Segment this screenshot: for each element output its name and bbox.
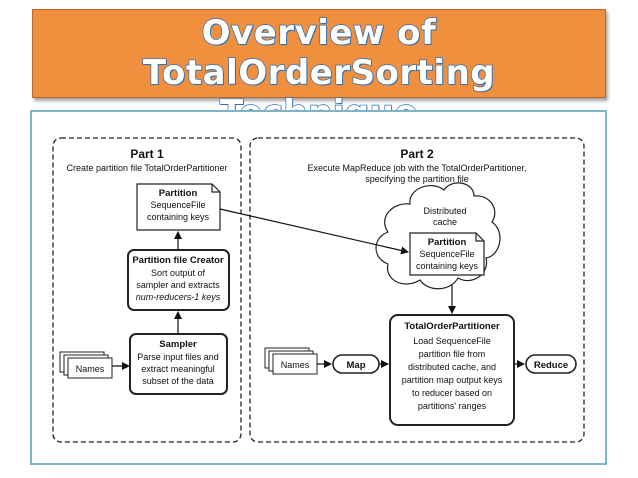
- cloud-line1: Distributed: [423, 206, 466, 216]
- total-order-partitioner-box: TotalOrderPartitioner Load SequenceFile …: [389, 314, 515, 426]
- partitioner-line2: partition file from: [419, 349, 486, 359]
- creator-line1: Sort output of: [151, 268, 206, 278]
- map-node: Map: [332, 354, 380, 374]
- partitioner-title: TotalOrderPartitioner: [404, 321, 500, 332]
- cloud-partition-line1: SequenceFile: [419, 249, 474, 259]
- cloud-partition-title: Partition: [428, 237, 467, 248]
- partition-file-creator-box: Partition file Creator Sort output of sa…: [127, 249, 230, 311]
- part1-heading: Part 1: [130, 147, 164, 161]
- part1-partition-title: Partition: [159, 188, 198, 199]
- sampler-box: Sampler Parse input files and extract me…: [129, 333, 228, 395]
- cloud-line2: cache: [433, 217, 457, 227]
- reduce-label: Reduce: [534, 360, 568, 371]
- part2-subheading-line2: specifying the partition file: [365, 174, 469, 184]
- part1-names-label: Names: [76, 364, 105, 374]
- partitioner-line4: partition map output keys: [402, 375, 503, 385]
- map-label: Map: [347, 360, 366, 371]
- part1-partition-file: Partition SequenceFile containing keys: [136, 183, 221, 231]
- cloud-partition-file: [409, 232, 485, 276]
- part1-partition-line2: containing keys: [147, 212, 210, 222]
- distributed-cache-cloud: Distributed cache Partition SequenceFile…: [375, 182, 501, 290]
- reduce-node: Reduce: [525, 354, 577, 374]
- partitioner-line1: Load SequenceFile: [413, 336, 491, 346]
- cloud-partition-line2: containing keys: [416, 261, 479, 271]
- part1-subheading: Create partition file TotalOrderPartitio…: [67, 163, 228, 173]
- creator-line3: num-reducers-1 keys: [136, 292, 221, 302]
- sampler-line3: subset of the data: [142, 376, 214, 386]
- part1-names-files: Names: [59, 351, 113, 379]
- arrow-partition-to-cache: [219, 208, 409, 255]
- sampler-line1: Parse input files and: [137, 352, 219, 362]
- creator-line2: sampler and extracts: [136, 280, 220, 290]
- sampler-title: Sampler: [159, 339, 197, 350]
- partitioner-line3: distributed cache, and: [408, 362, 496, 372]
- part1-partition-line1: SequenceFile: [150, 200, 205, 210]
- part2-container: [249, 137, 585, 443]
- part2-heading: Part 2: [400, 147, 434, 161]
- part2-names-label: Names: [281, 360, 310, 370]
- slide-title-line-1: Overview of TotalOrderSorting: [142, 12, 496, 93]
- sampler-line2: extract meaningful: [141, 364, 215, 374]
- part2-subheading-line1: Execute MapReduce job with the TotalOrde…: [308, 163, 527, 173]
- creator-title: Partition file Creator: [132, 255, 224, 266]
- partitioner-line5: to reducer based on: [412, 388, 492, 398]
- part2-names-files: Names: [264, 347, 318, 375]
- partitioner-line6: partitions' ranges: [418, 401, 487, 411]
- part1-container: [52, 137, 242, 443]
